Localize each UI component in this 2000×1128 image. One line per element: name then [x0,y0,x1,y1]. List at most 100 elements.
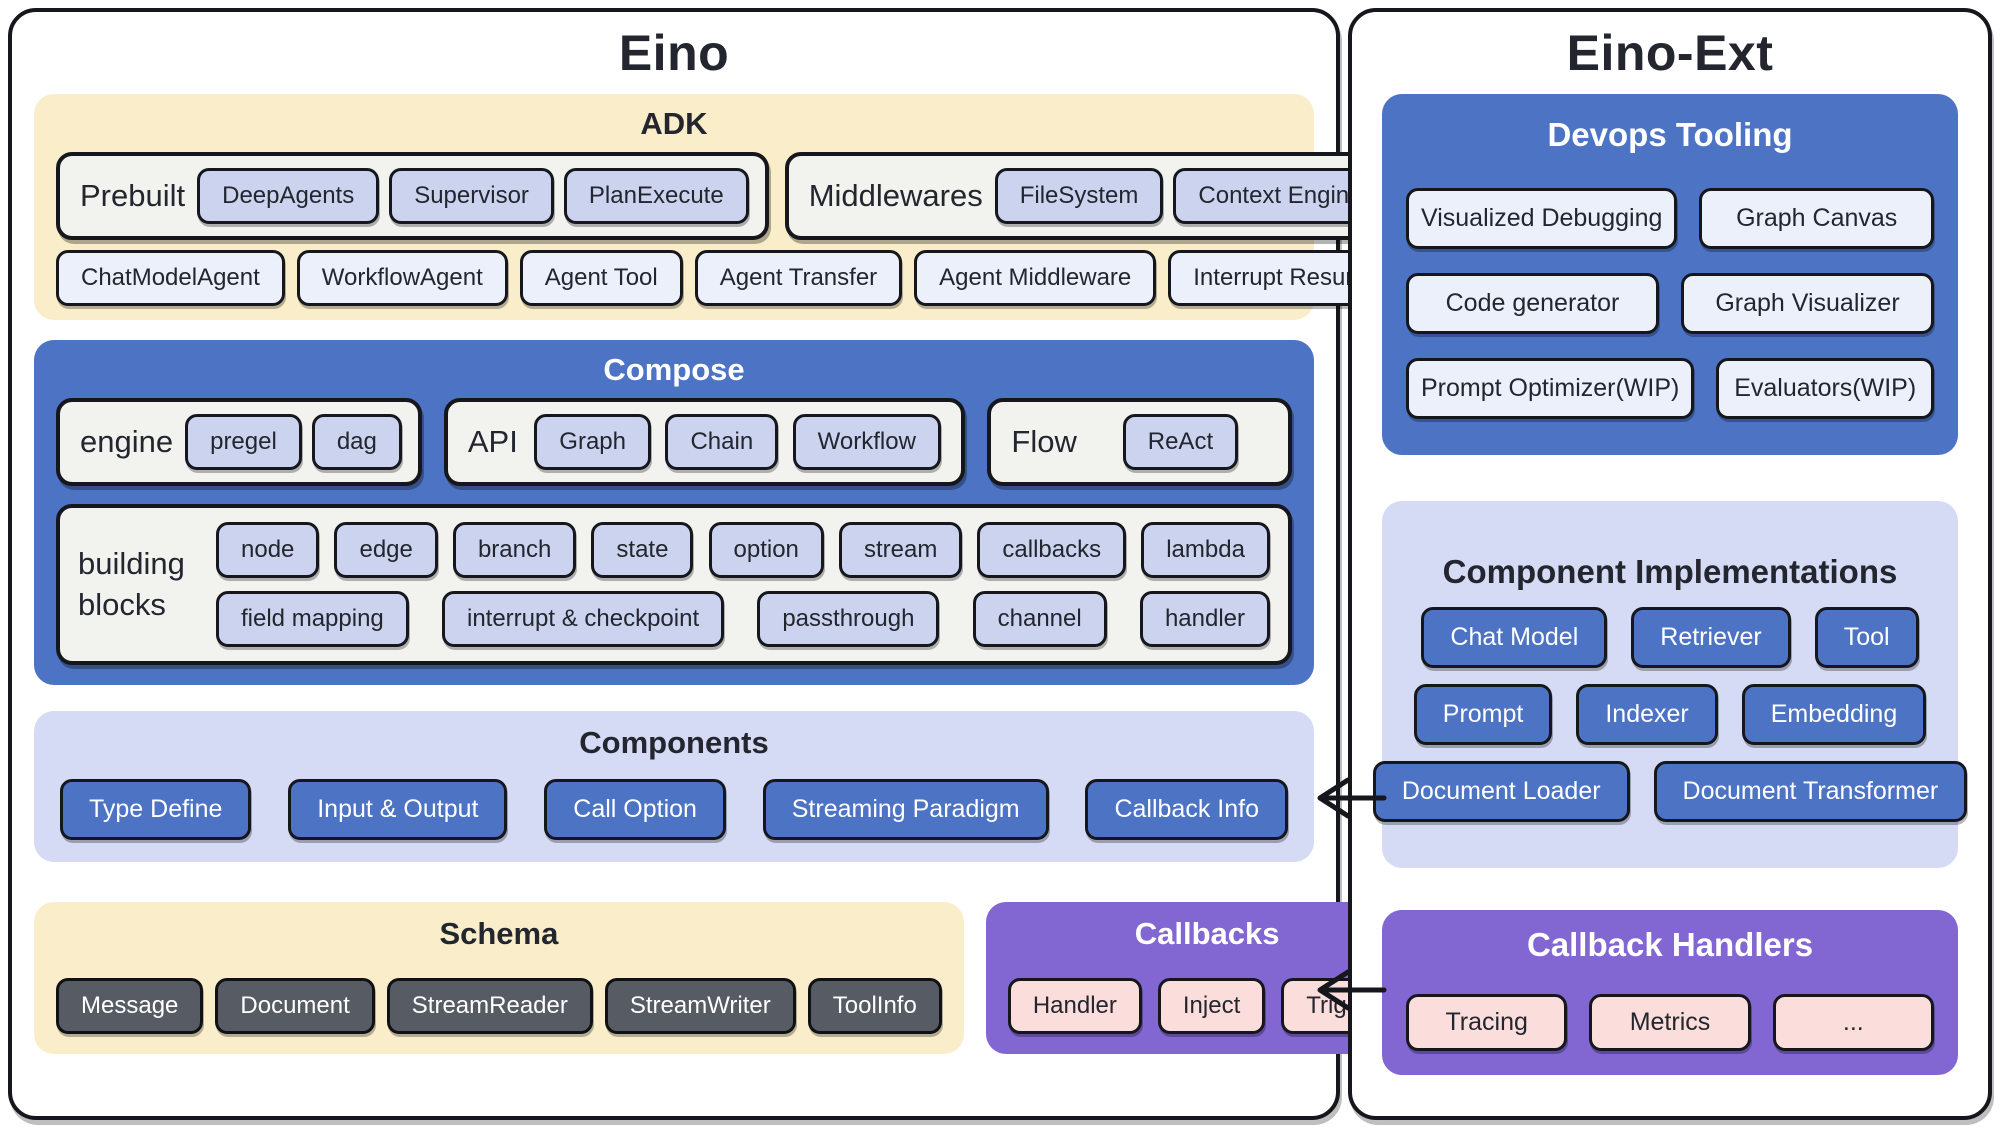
building-block-chip: passthrough [757,591,940,647]
devops-chip: Visualized Debugging [1406,188,1678,249]
eino-panel-title: Eino [618,25,730,81]
building-block-chip: callbacks [977,522,1127,578]
handler-chip: ... [1772,994,1934,1051]
schema-chip: Document [215,978,375,1034]
building-block-chip: branch [452,522,577,578]
eino-ext-panel: Eino-Ext Devops Tooling Visualized Debug… [1348,8,1992,1120]
devops-chip: Graph Canvas [1699,188,1934,249]
devops-chip: Prompt Optimizer(WIP) [1406,358,1695,419]
component-chip: Call Option [544,779,726,840]
callback-handlers-title: Callback Handlers [1526,926,1814,963]
implementation-chip: Prompt [1413,684,1553,745]
devops-row-2: Code generator Graph Visualizer [1406,273,1934,334]
component-implementations-section: Component Implementations Chat Model Retr… [1372,501,1968,868]
callback-chip: Handler [1007,978,1142,1034]
compose-title: Compose [603,352,745,387]
building-block-chip: channel [972,591,1107,647]
schema-chip: ToolInfo [807,978,942,1034]
components-title: Components [579,725,769,760]
schema-chip: StreamReader [386,978,593,1034]
component-chip: Streaming Paradigm [762,779,1049,840]
agent-chip: ChatModelAgent [56,250,285,306]
flow-chips: ReAct [1089,414,1272,470]
schema-chip: Message [56,978,204,1034]
engine-chip: pregel [185,414,302,470]
devops-chip: Code generator [1406,273,1659,334]
devops-tooling-title: Devops Tooling [1547,116,1793,153]
agent-chip: Agent Transfer [694,250,903,306]
implementation-chip: Tool [1814,607,1919,668]
middleware-chip: FileSystem [994,168,1164,224]
adk-title: ADK [640,106,708,141]
prebuilt-label: Prebuilt [80,178,186,213]
eino-ext-panel-title: Eino-Ext [1566,25,1774,81]
api-chip: Graph [534,414,651,470]
engine-chip: dag [311,414,402,470]
api-chip: Chain [665,414,779,470]
building-block-chip: state [591,522,694,578]
flow-label: Flow [1011,424,1077,459]
callback-chip: Inject [1157,978,1266,1034]
devops-row-3: Prompt Optimizer(WIP) Evaluators(WIP) [1406,358,1934,419]
agent-chip: Agent Tool [519,250,683,306]
implementation-chip: Document Loader [1372,761,1630,822]
agent-chip: WorkflowAgent [296,250,508,306]
handler-chip: Tracing [1406,994,1568,1051]
callback-handlers-section: Callback Handlers Tracing Metrics... [1382,910,1958,1075]
agent-chip: Agent Middleware [914,250,1157,306]
building-block-chip: stream [838,522,963,578]
prebuilt-chip: Supervisor [389,168,554,224]
callbacks-title: Callbacks [1134,916,1280,951]
building-block-chip: edge [334,522,438,578]
devops-chip: Graph Visualizer [1681,273,1934,334]
building-block-chip: lambda [1141,522,1270,578]
building-blocks-label: building blocks [78,546,185,622]
implementation-chip: Embedding [1741,684,1927,745]
middlewares-label: Middlewares [808,178,983,213]
component-chip: Input & Output [288,779,508,840]
component-implementations-title: Component Implementations [1442,553,1898,590]
implementation-chip: Retriever [1631,607,1791,668]
building-block-chip: field mapping [216,591,409,647]
building-block-chip: node [216,522,320,578]
schema-chip: StreamWriter [604,978,796,1034]
handler-chip: Metrics [1589,994,1751,1051]
implementation-chip: Chat Model [1421,607,1608,668]
api-chip: Workflow [792,414,941,470]
devops-row-1: Visualized Debugging Graph Canvas [1406,188,1934,249]
flow-box: Flow ReAct [987,398,1292,486]
implementation-chip: Indexer [1576,684,1718,745]
prebuilt-chip: PlanExecute [563,168,749,224]
prebuilt-chip: DeepAgents [197,168,380,224]
callback-handlers-chips-row: Tracing Metrics... [1406,994,1934,1051]
devops-chip: Evaluators(WIP) [1716,358,1934,419]
engine-label: engine [80,424,174,459]
implementation-chip: Document Transformer [1653,761,1968,822]
api-label: API [467,424,518,459]
schema-title: Schema [439,916,559,951]
